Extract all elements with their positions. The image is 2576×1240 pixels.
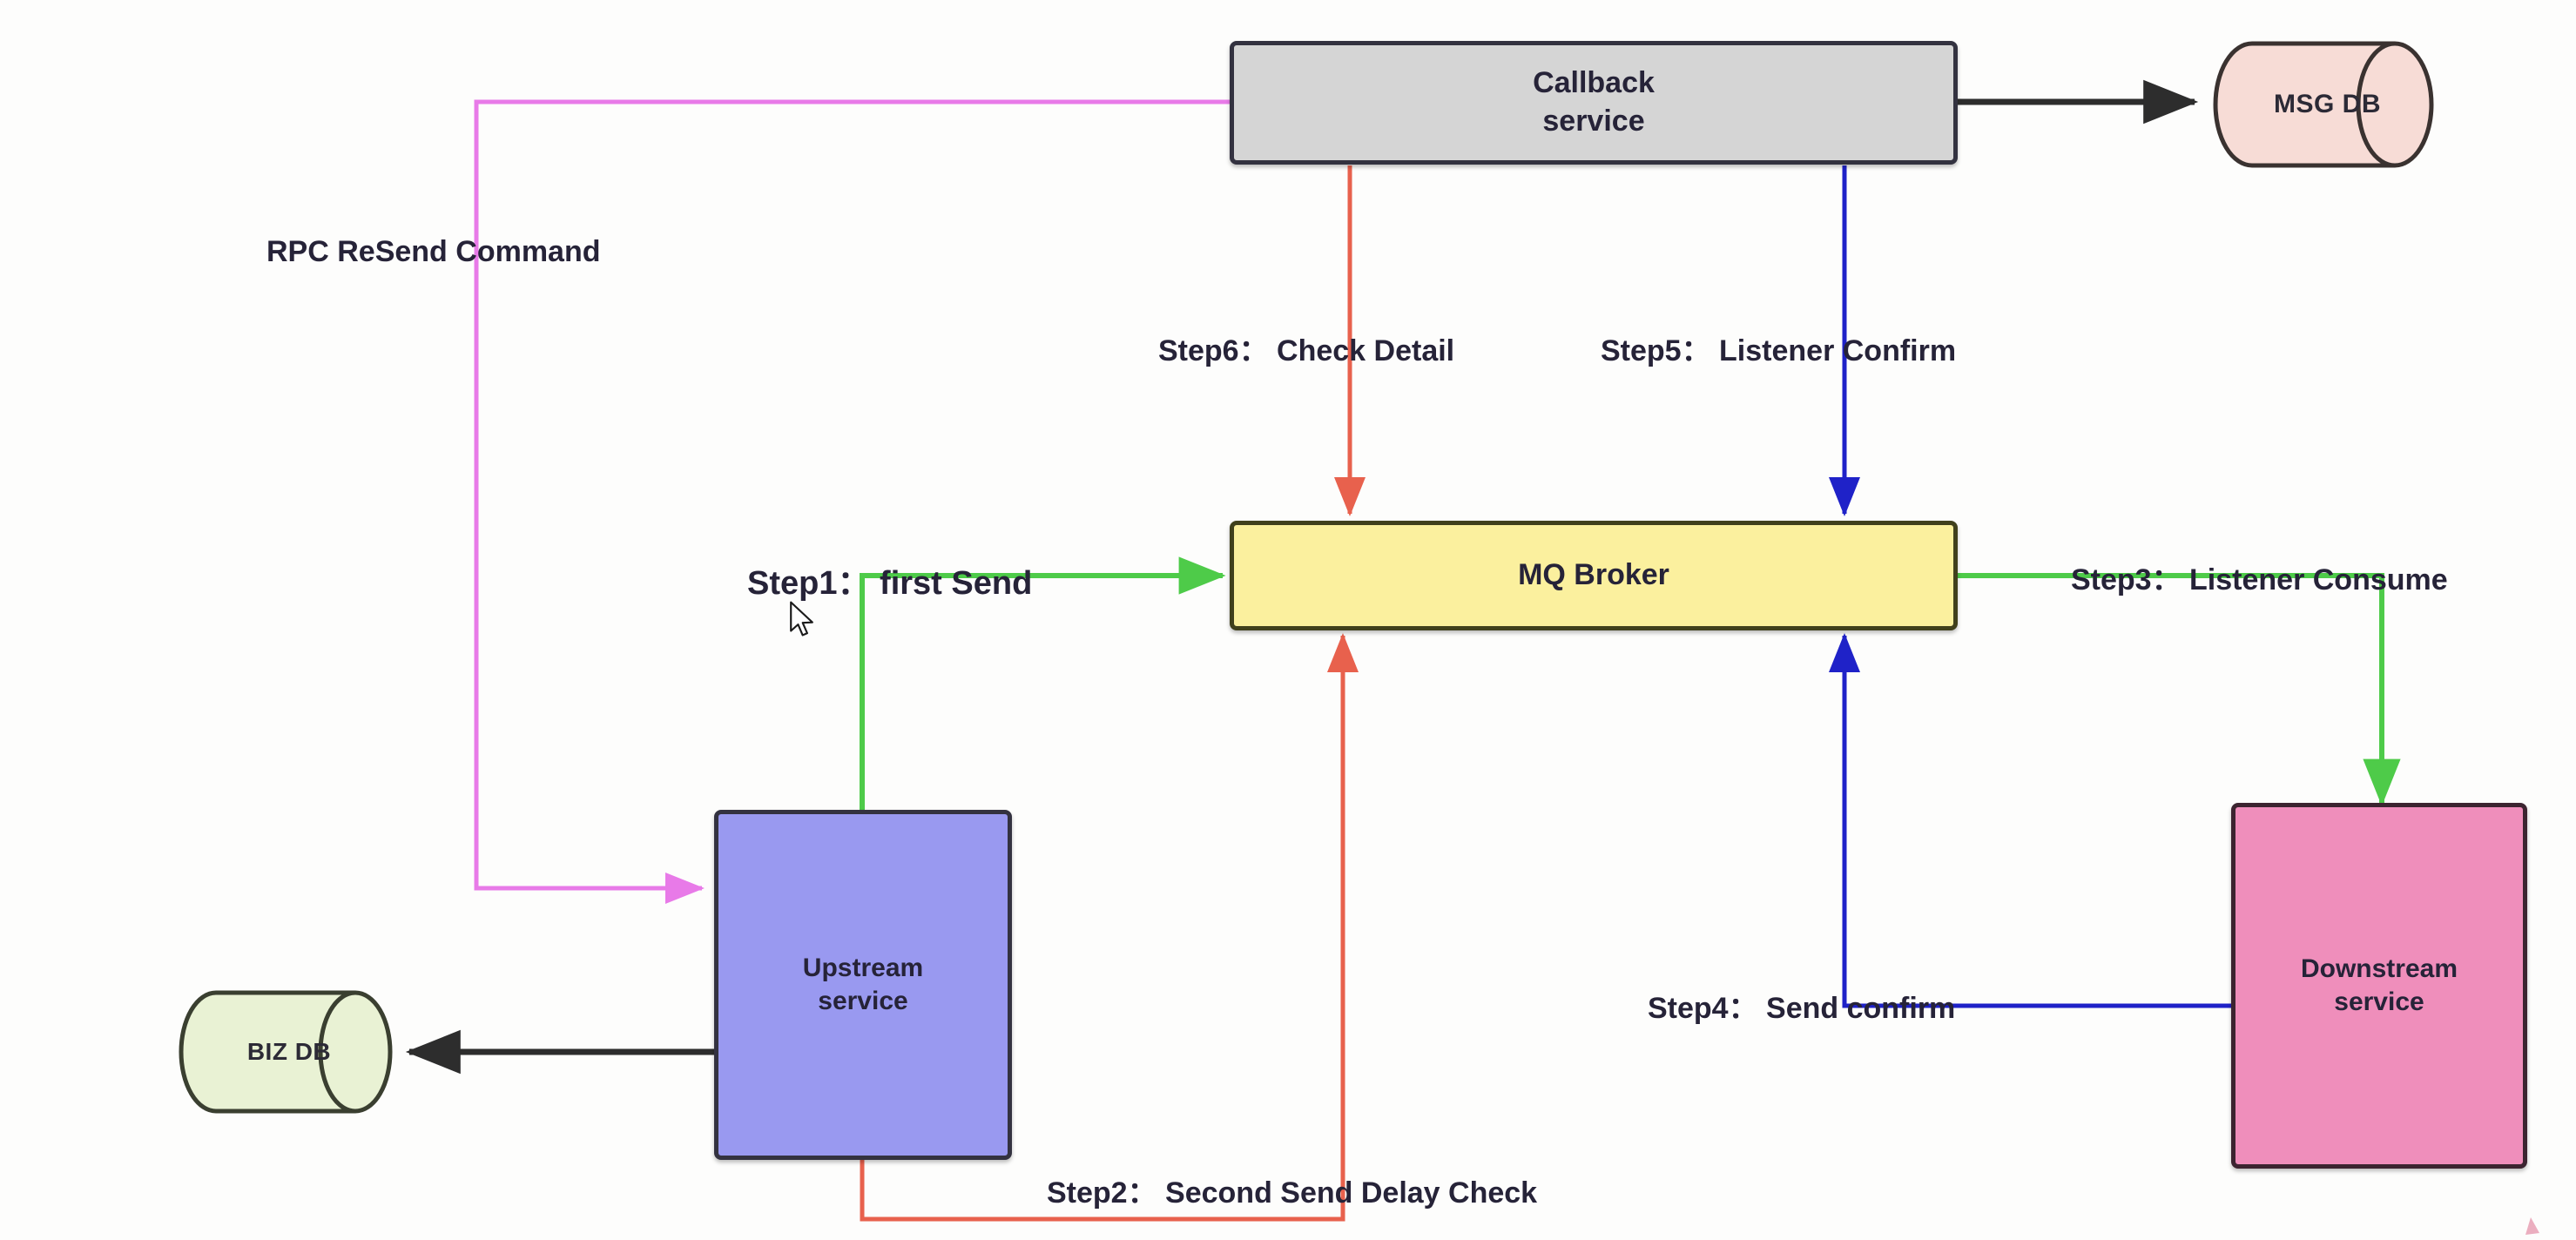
mouse-cursor <box>789 601 819 645</box>
edge-label-rpc-resend: RPC ReSend Command <box>266 235 601 268</box>
edge-label-step4: Step4： Send confirm <box>1648 992 1956 1025</box>
edge-label-step3: Step3： Listener Consume <box>2071 563 2448 596</box>
edge-step4 <box>1829 632 2231 1008</box>
edge-label-step1: Step1： first Send <box>747 565 1033 602</box>
node-upstream-service[interactable]: Upstream service <box>714 810 1012 1160</box>
edge-step3 <box>1958 573 2401 806</box>
node-downstream-service[interactable]: Downstream service <box>2231 803 2527 1169</box>
edge-label-step6: Step6： Check Detail <box>1158 334 1455 367</box>
biz-db-label: BIZ DB <box>246 1038 332 1065</box>
node-biz-db[interactable]: BIZ DB <box>216 993 390 1111</box>
msg-db-label: MSG DB <box>2274 90 2382 118</box>
node-callback-service[interactable]: Callback service <box>1230 41 1958 165</box>
edge-rpc-resend <box>474 99 1230 904</box>
edge-label-step5: Step5： Listener Confirm <box>1601 334 1957 367</box>
node-mq-broker[interactable]: MQ Broker <box>1230 521 1958 630</box>
edge-step1 <box>860 556 1226 810</box>
node-msg-db[interactable]: MSG DB <box>2252 44 2431 165</box>
edge-label-step2: Step2： Second Send Delay Check <box>1047 1176 1538 1210</box>
corner-artifact <box>2525 1217 2539 1235</box>
